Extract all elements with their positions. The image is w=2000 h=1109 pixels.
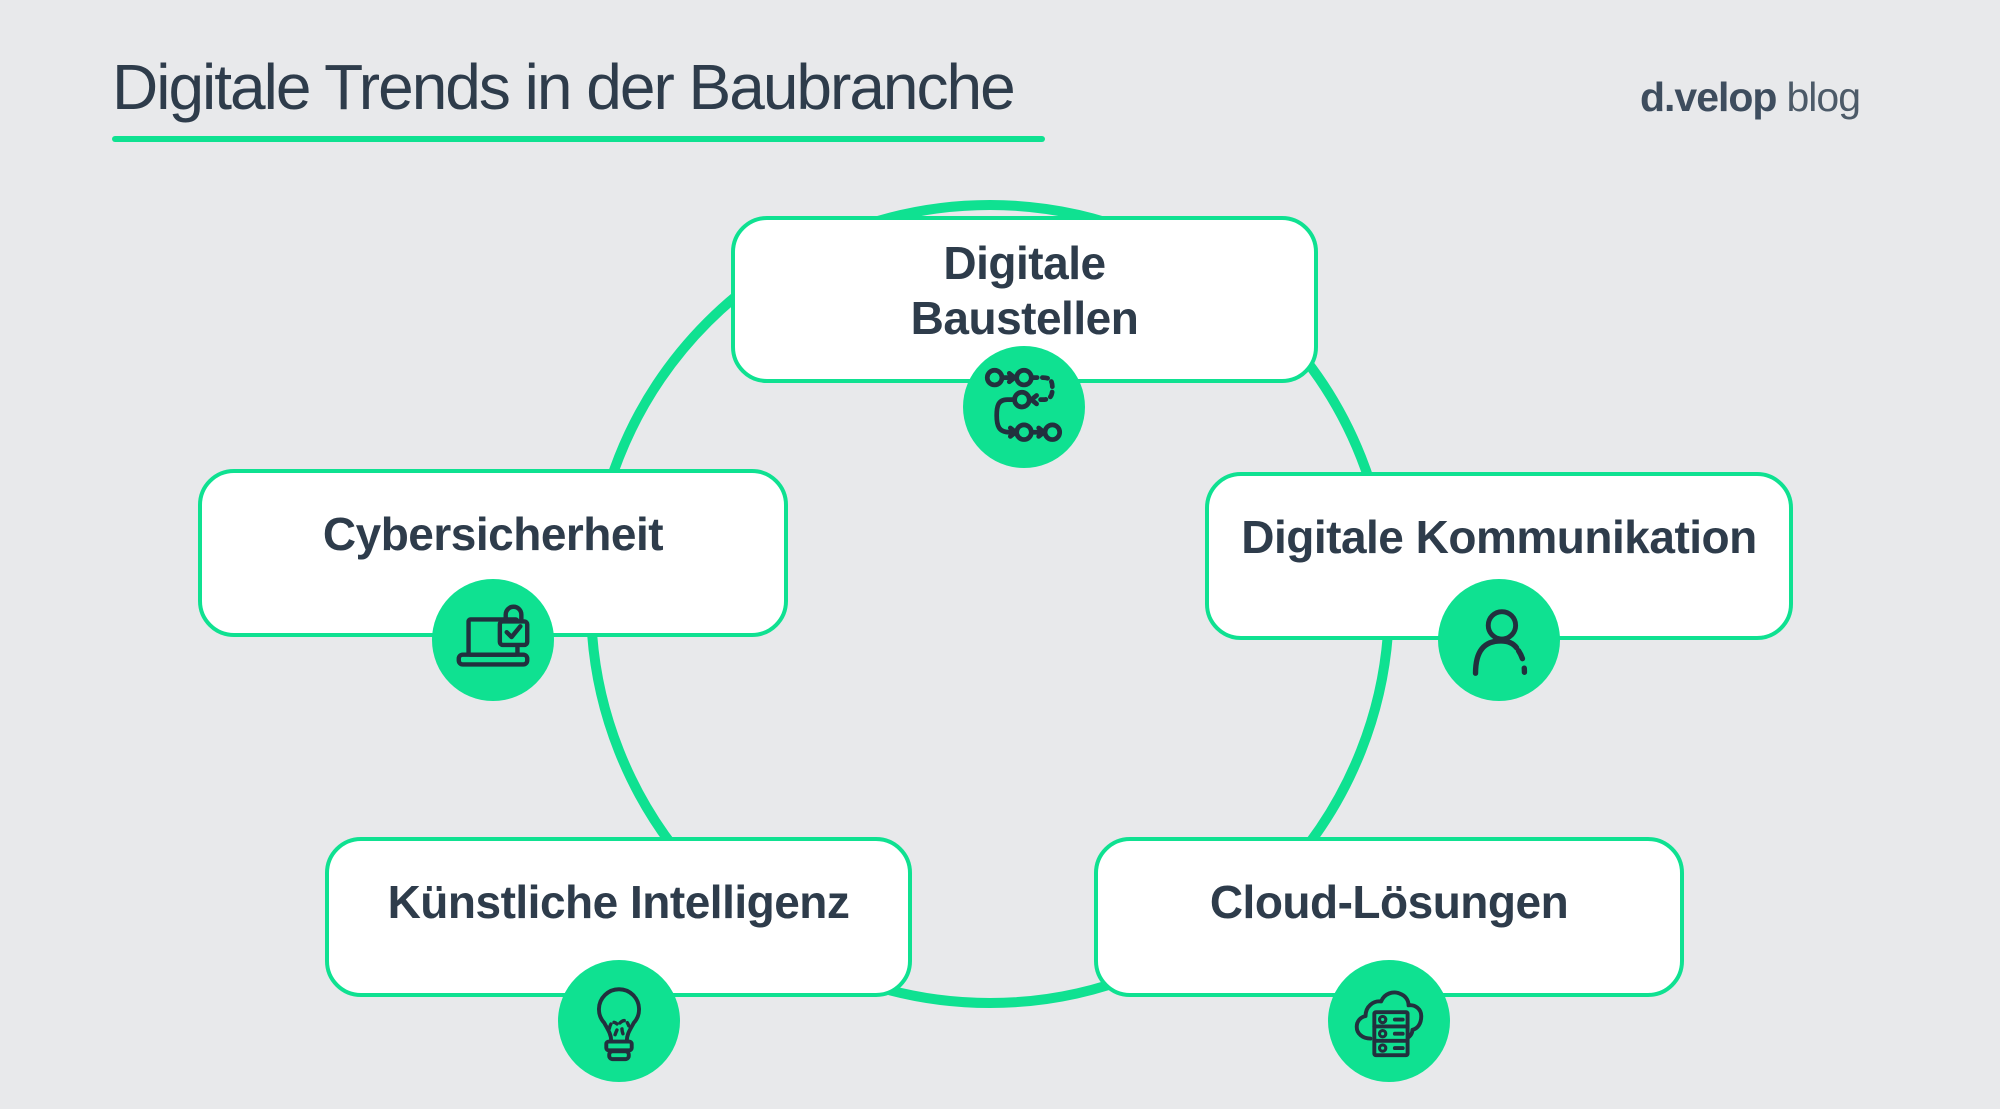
node-label: Künstliche Intelligenz: [387, 876, 850, 928]
logo-suffix: blog: [1786, 74, 1861, 120]
node-label: Digitale Baustellen: [735, 220, 1314, 346]
node-label: Digitale Kommunikation: [1241, 511, 1757, 563]
logo-brand: d.velop: [1639, 74, 1778, 120]
badge-digitale-kommunikation: [1438, 579, 1560, 701]
title-underline: [112, 136, 1045, 142]
cloud-server-icon: [1354, 990, 1424, 1058]
lightbulb-icon: [597, 987, 641, 1062]
person-icon: [1472, 609, 1528, 676]
badge-kuenstliche-intelligenz: [558, 960, 680, 1082]
node-label-line2: Baustellen: [910, 292, 1139, 344]
node-label: Cloud-Lösungen: [1209, 876, 1569, 928]
page-title: Digitale Trends in der Baubranche: [112, 51, 1016, 123]
badge-digitale-baustellen: [963, 346, 1085, 468]
node-label: Cybersicherheit: [322, 508, 664, 560]
laptop-security-icon: [456, 604, 530, 667]
badge-cybersicherheit: [432, 579, 554, 701]
workflow-icon: [984, 367, 1063, 442]
node-label-line1: Digitale: [943, 237, 1106, 289]
badge-cloud-loesungen: [1328, 960, 1450, 1082]
